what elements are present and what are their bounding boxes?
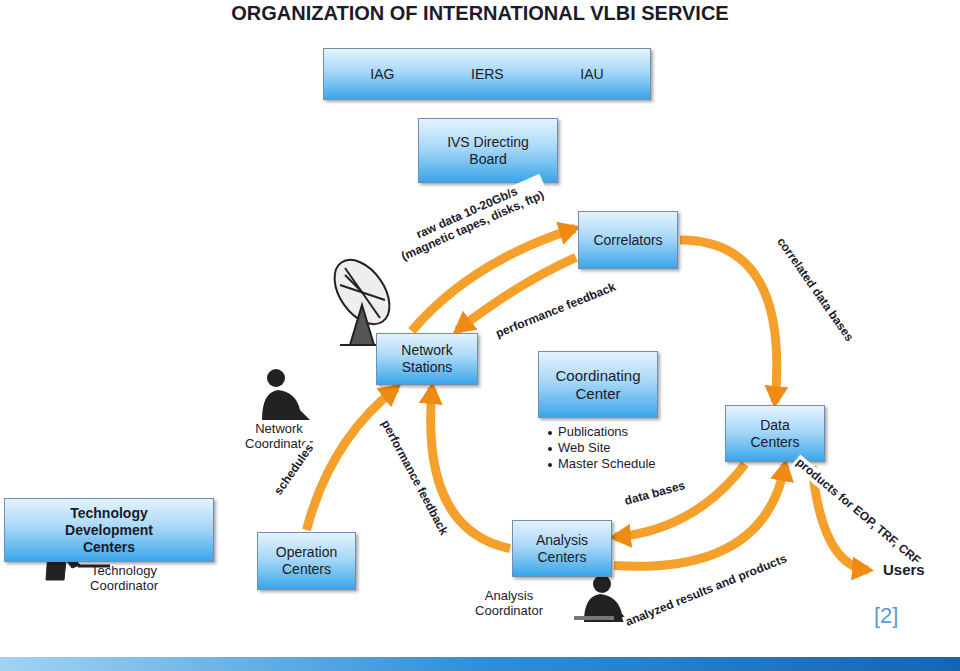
box-label: IVS Directing Board xyxy=(427,134,549,168)
flow-label: correlated data bases xyxy=(773,234,857,346)
process-box: IVS Directing Board xyxy=(418,118,558,183)
process-box: Data Centers xyxy=(725,405,825,462)
box-label: Technology Development Centers xyxy=(44,505,174,555)
box-label: Coordinating Center xyxy=(547,367,649,403)
process-box: Network Stations xyxy=(376,333,478,385)
flow-label: performance feedback xyxy=(377,416,451,539)
flow-arrow xyxy=(307,388,397,530)
annotation-label: Users xyxy=(883,561,925,578)
annotation-label: [2] xyxy=(874,603,898,628)
box-label: IERS xyxy=(471,66,504,83)
bottom-bar xyxy=(0,657,960,671)
person-icon xyxy=(262,369,310,420)
diagram-title: ORGANIZATION OF INTERNATIONAL VLBI SERVI… xyxy=(0,2,960,25)
flow-label: data bases xyxy=(621,479,688,509)
bullet-dot xyxy=(548,447,552,451)
process-box: Technology Development Centers xyxy=(4,498,214,562)
person-icon xyxy=(574,575,630,622)
process-box: Analysis Centers xyxy=(512,520,612,577)
annotation-label: Analysis Coordinator xyxy=(457,589,561,619)
annotation-label: Master Schedule xyxy=(558,457,656,472)
process-box: Correlators xyxy=(578,211,678,269)
flow-arrow xyxy=(614,465,785,566)
flow-arrow xyxy=(680,240,777,402)
box-label: Correlators xyxy=(593,232,662,249)
flow-label: performance feedback xyxy=(492,280,620,342)
annotation-label: Publications xyxy=(558,425,628,440)
box-label: Analysis Centers xyxy=(521,532,603,566)
annotation-label: Web Site xyxy=(558,441,611,456)
flow-label: products for EOP, TRF, CRF xyxy=(792,455,925,570)
box-label: Operation Centers xyxy=(266,544,347,578)
process-box: Coordinating Center xyxy=(538,351,658,418)
process-box: IAG IERS IAU xyxy=(323,48,651,100)
flow-arrow xyxy=(615,464,745,537)
bullet-dot xyxy=(548,463,552,467)
annotation-label: Technology Coordinator xyxy=(72,564,176,594)
box-label: IAG xyxy=(370,66,394,83)
box-label: Network Stations xyxy=(385,342,469,376)
flow-label: raw data 10-20Gb/s (magnetic tapes, disk… xyxy=(389,174,550,266)
box-label: IAU xyxy=(580,66,603,83)
process-box: Operation Centers xyxy=(257,532,356,590)
bullet-dot xyxy=(548,431,552,435)
antenna-icon xyxy=(323,250,400,345)
flow-label: analyzed results and products xyxy=(621,551,790,630)
box-label: Data Centers xyxy=(734,417,816,451)
